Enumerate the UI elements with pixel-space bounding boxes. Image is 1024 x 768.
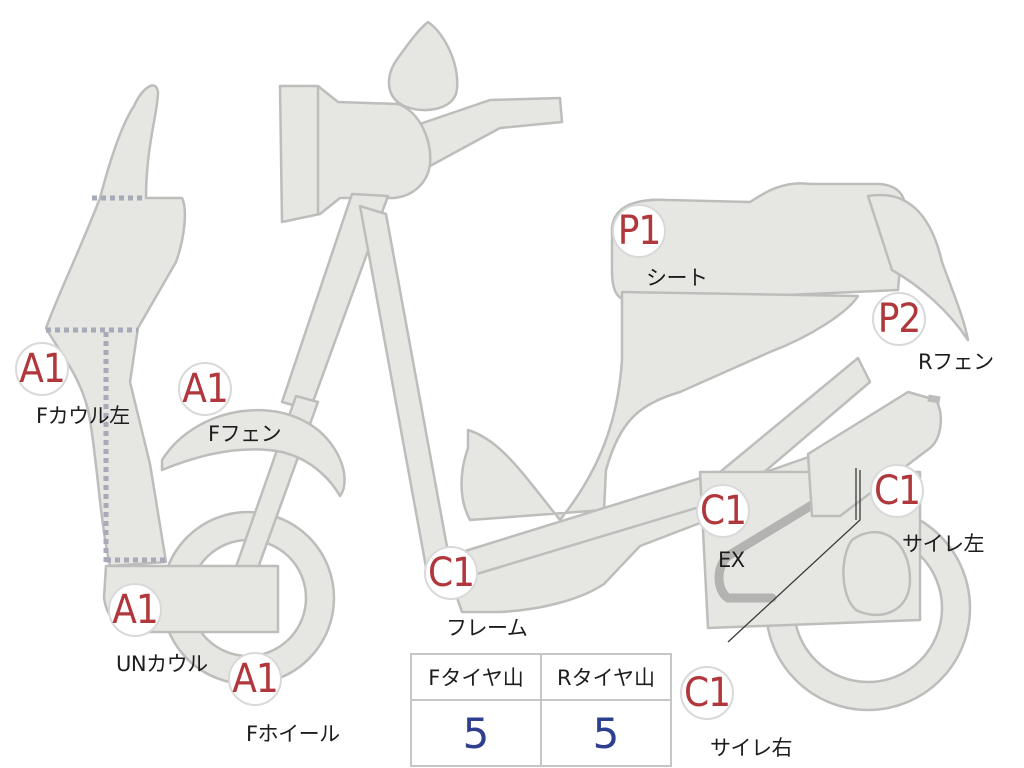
part-label-muffler-right: サイレ右 [710,736,793,760]
part-label-frame: フレーム [446,616,528,640]
part-label-exhaust: EX [718,548,745,572]
part-label-seat: シート [646,266,708,290]
front-tire-tread-header: Fタイヤ山 [410,653,542,701]
part-label-under-cowl: UNカウル [116,652,208,676]
grade-badge-r-fender: P2 [872,292,926,346]
grade-badge-under-cowl: A1 [108,583,162,637]
tire-tread-table: Fタイヤ山 Rタイヤ山 5 5 [410,653,672,767]
grade-badge-muffler-right: C1 [680,666,734,720]
grade-badge-f-wheel: A1 [228,652,282,706]
grade-badge-exhaust: C1 [696,484,750,538]
part-label-f-cowl-left: Fカウル左 [36,404,130,428]
body-panel [460,290,860,522]
front-cowl-shape [44,84,187,568]
exhaust-pipe [714,489,835,603]
rear-tire-tread-value: 5 [540,699,672,767]
part-label-muffler-left: サイレ左 [902,532,985,556]
part-label-r-fender: Rフェン [918,350,994,374]
tire-tread-header-row: Fタイヤ山 Rタイヤ山 [410,653,672,701]
windscreen [387,20,459,112]
tire-tread-value-row: 5 5 [410,699,672,767]
grade-badge-f-cowl-left: A1 [15,342,69,396]
rear-fender-shape [866,193,970,342]
rear-tire-tread-header: Rタイヤ山 [540,653,672,701]
part-label-f-fender: Fフェン [208,422,282,446]
grade-badge-muffler-left: C1 [870,464,924,518]
front-fender-shape [160,408,346,498]
grade-badge-f-fender: A1 [178,362,232,416]
frame-downtube [358,204,454,580]
grade-badge-frame: C1 [424,546,478,600]
grade-badge-seat: P1 [612,204,666,258]
front-tire-tread-value: 5 [410,699,542,767]
part-label-f-wheel: Fホイール [246,722,340,746]
